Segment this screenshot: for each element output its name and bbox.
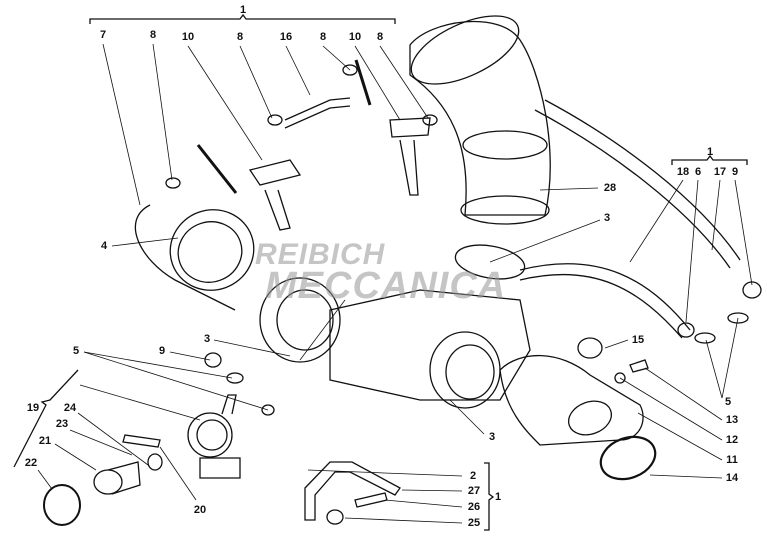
label-9: 9	[158, 345, 166, 357]
group-bracket-right	[671, 154, 748, 165]
label-group-bottom: 1	[494, 491, 502, 503]
label-28: 28	[603, 182, 617, 194]
throttle-body-left	[259, 277, 341, 363]
idle-valve-assembly-19	[43, 394, 241, 526]
label-14: 14	[725, 472, 739, 484]
label-8: 8	[149, 29, 157, 41]
label-24: 24	[63, 402, 77, 414]
clamp-3	[454, 244, 526, 280]
label-9: 9	[731, 166, 739, 178]
label-17: 17	[713, 166, 727, 178]
throttle-bore-left	[276, 289, 334, 351]
throttle-body-right	[429, 331, 501, 409]
small-parts	[165, 64, 762, 525]
label-12: 12	[725, 434, 739, 446]
label-20: 20	[193, 504, 207, 516]
label-25: 25	[467, 517, 481, 529]
throttle-body-housing	[329, 289, 531, 401]
group-bracket-left	[13, 369, 79, 468]
watermark-line2: MECCANICA	[265, 265, 507, 307]
label-22: 22	[24, 457, 38, 469]
bolt-top	[196, 144, 238, 194]
label-8: 8	[376, 31, 384, 43]
watermark-line1: REIBICH	[255, 238, 386, 271]
label-18: 18	[676, 166, 690, 178]
label-13: 13	[725, 414, 739, 426]
bracket-2	[304, 461, 401, 521]
label-5: 5	[72, 345, 80, 357]
label-3: 3	[603, 212, 611, 224]
intake-rubber-4	[134, 204, 255, 311]
label-10: 10	[181, 31, 195, 43]
label-10: 10	[348, 31, 362, 43]
label-group-right: 1	[706, 146, 714, 158]
label-11: 11	[726, 454, 738, 466]
group-bracket-top	[89, 13, 396, 24]
fuel-injector-10	[248, 117, 431, 231]
label-3: 3	[488, 431, 496, 443]
bolt-top-right	[354, 59, 372, 106]
throttle-bore-right	[445, 344, 495, 400]
label-26: 26	[467, 501, 481, 513]
label-5: 5	[724, 396, 732, 408]
label-4: 4	[100, 240, 108, 252]
o-ring-14	[599, 435, 657, 481]
label-3: 3	[203, 333, 211, 345]
label-group-left: 19	[26, 402, 40, 414]
label-group-top: 1	[239, 4, 247, 16]
label-8: 8	[319, 31, 327, 43]
vent-hose-18	[519, 99, 741, 339]
label-8: 8	[236, 31, 244, 43]
label-27: 27	[467, 485, 481, 497]
label-15: 15	[631, 334, 645, 346]
pipe-16	[284, 97, 351, 129]
manifold-11	[499, 354, 644, 446]
label-21: 21	[38, 435, 52, 447]
group-bracket-bottom	[484, 462, 495, 531]
label-7: 7	[99, 29, 107, 41]
label-2: 2	[469, 470, 477, 482]
label-16: 16	[279, 31, 293, 43]
intake-duct-28	[409, 15, 551, 225]
label-6: 6	[694, 166, 702, 178]
manifold-port	[567, 400, 613, 436]
label-23: 23	[55, 418, 69, 430]
